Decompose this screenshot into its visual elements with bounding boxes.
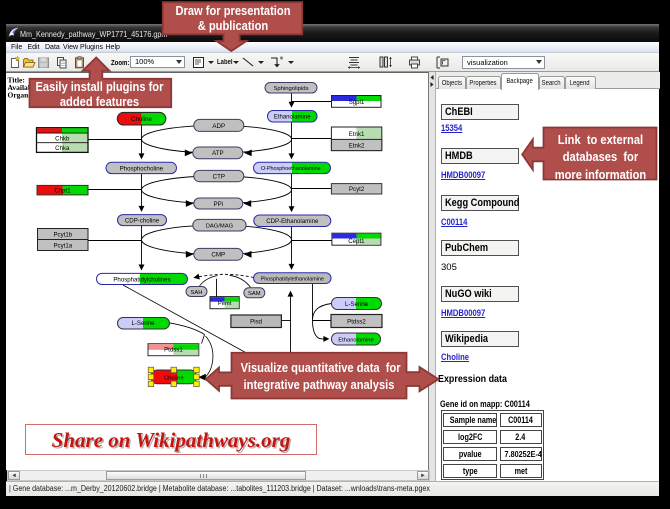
svg-text:CDP-choline: CDP-choline	[125, 217, 160, 224]
svg-text:Pemt: Pemt	[218, 301, 232, 307]
svg-text:SAH: SAH	[191, 290, 203, 296]
svg-text:Ethanolamine: Ethanolamine	[274, 115, 311, 121]
svg-text:Etnk2: Etnk2	[349, 142, 365, 149]
svg-text:Chpt1: Chpt1	[54, 188, 71, 195]
svg-text:L-Serine: L-Serine	[345, 301, 369, 308]
svg-text:CDP-Ethanolamine: CDP-Ethanolamine	[266, 218, 319, 225]
svg-text:DAG/MAG: DAG/MAG	[206, 224, 234, 230]
svg-text:Availab: Availab	[8, 83, 32, 92]
svg-text:O-Phosphoethanolamine: O-Phosphoethanolamine	[261, 166, 321, 172]
svg-text:Chka: Chka	[55, 145, 70, 152]
svg-text:Choline: Choline	[131, 116, 153, 123]
svg-text:SAM: SAM	[248, 291, 261, 297]
svg-text:Choline: Choline	[164, 376, 184, 382]
svg-text:Pcyt1b: Pcyt1b	[53, 232, 72, 239]
svg-text:Pisd: Pisd	[250, 319, 262, 326]
svg-text:Sgpl1: Sgpl1	[349, 99, 365, 106]
svg-text:Pcyt1a: Pcyt1a	[53, 243, 72, 250]
svg-text:Sphingolipids: Sphingolipids	[273, 86, 308, 92]
svg-text:Pcyt2: Pcyt2	[349, 186, 365, 193]
svg-text:Ethanolamine: Ethanolamine	[338, 337, 373, 343]
svg-text:Cept1: Cept1	[348, 238, 365, 245]
svg-text:L-Serine: L-Serine	[131, 320, 155, 327]
svg-text:Ptdss2: Ptdss2	[347, 319, 366, 326]
svg-text:Chkb: Chkb	[55, 135, 70, 142]
svg-text:Title:: Title:	[8, 76, 25, 85]
svg-text:Ptdss1: Ptdss1	[164, 346, 183, 353]
svg-text:PPi: PPi	[213, 201, 223, 208]
svg-text:Phosphatidylethanolamine: Phosphatidylethanolamine	[261, 276, 324, 282]
svg-text:Etnk1: Etnk1	[349, 131, 365, 138]
svg-text:ADP: ADP	[212, 123, 225, 130]
svg-text:CTP: CTP	[213, 173, 225, 180]
svg-text:CMP: CMP	[211, 252, 225, 259]
svg-text:ATP: ATP	[212, 150, 224, 157]
svg-text:Organis: Organis	[8, 91, 34, 100]
svg-text:Phosphocholine: Phosphocholine	[120, 165, 164, 172]
svg-text:Phosphatidylcholines: Phosphatidylcholines	[113, 276, 170, 283]
